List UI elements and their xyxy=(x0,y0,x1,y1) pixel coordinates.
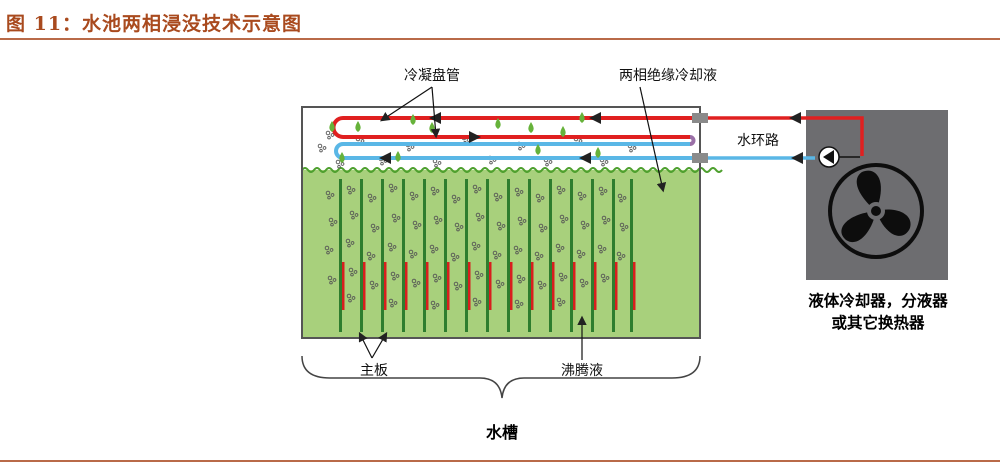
chip-13 xyxy=(594,262,597,310)
board-8 xyxy=(486,179,492,332)
title-rule xyxy=(0,38,1000,40)
pointers xyxy=(358,86,667,360)
chip-2 xyxy=(363,262,366,310)
pipe-connector-top xyxy=(692,113,708,123)
board-2 xyxy=(360,179,366,332)
chip-14 xyxy=(615,262,618,310)
chip-1 xyxy=(342,262,345,310)
figure-title: 图 11：水池两相浸没技术示意图 xyxy=(6,13,303,35)
chip-5 xyxy=(426,262,429,310)
board-3 xyxy=(381,179,387,332)
liquid-surface xyxy=(301,167,723,173)
cooler-unit xyxy=(806,110,948,280)
chip-7 xyxy=(468,262,471,310)
tank-brace xyxy=(301,355,701,399)
board-7 xyxy=(465,179,471,332)
label-dielectric-coolant: 两相绝缘冷却液 xyxy=(619,68,717,84)
label-water-loop: 水环路 xyxy=(737,133,779,149)
board-5 xyxy=(423,179,429,332)
board-10 xyxy=(528,179,534,332)
label-cooler-line2: 或其它换热器 xyxy=(831,313,925,332)
chip-8 xyxy=(489,262,492,310)
label-mainboard: 主板 xyxy=(360,363,388,379)
board-9 xyxy=(507,179,513,332)
chip-15 xyxy=(633,262,636,310)
chip-9 xyxy=(510,262,513,310)
board-1 xyxy=(339,179,345,332)
bottom-rule xyxy=(0,460,1000,462)
pipe-connector-bottom xyxy=(692,153,708,163)
label-tank: 水槽 xyxy=(486,423,518,442)
chip-4 xyxy=(405,262,408,310)
chip-12 xyxy=(573,262,576,310)
chip-6 xyxy=(447,262,450,310)
board-13 xyxy=(591,179,597,332)
condenser-coil xyxy=(329,112,700,164)
pump-icon xyxy=(818,146,860,168)
chip-3 xyxy=(384,262,387,310)
mainboards xyxy=(339,179,636,332)
fan-icon xyxy=(828,163,924,259)
chip-10 xyxy=(531,262,534,310)
board-6 xyxy=(444,179,450,332)
label-condenser-coil: 冷凝盘管 xyxy=(404,67,460,84)
label-boiling-liquid: 沸腾液 xyxy=(561,362,603,379)
board-12 xyxy=(570,179,576,332)
label-cooler-line1: 液体冷却器，分液器 xyxy=(808,291,948,310)
chip-11 xyxy=(552,262,555,310)
board-14 xyxy=(612,179,618,332)
board-4 xyxy=(402,179,408,332)
board-15 xyxy=(630,179,636,332)
board-11 xyxy=(549,179,555,332)
tank-border xyxy=(301,106,701,339)
